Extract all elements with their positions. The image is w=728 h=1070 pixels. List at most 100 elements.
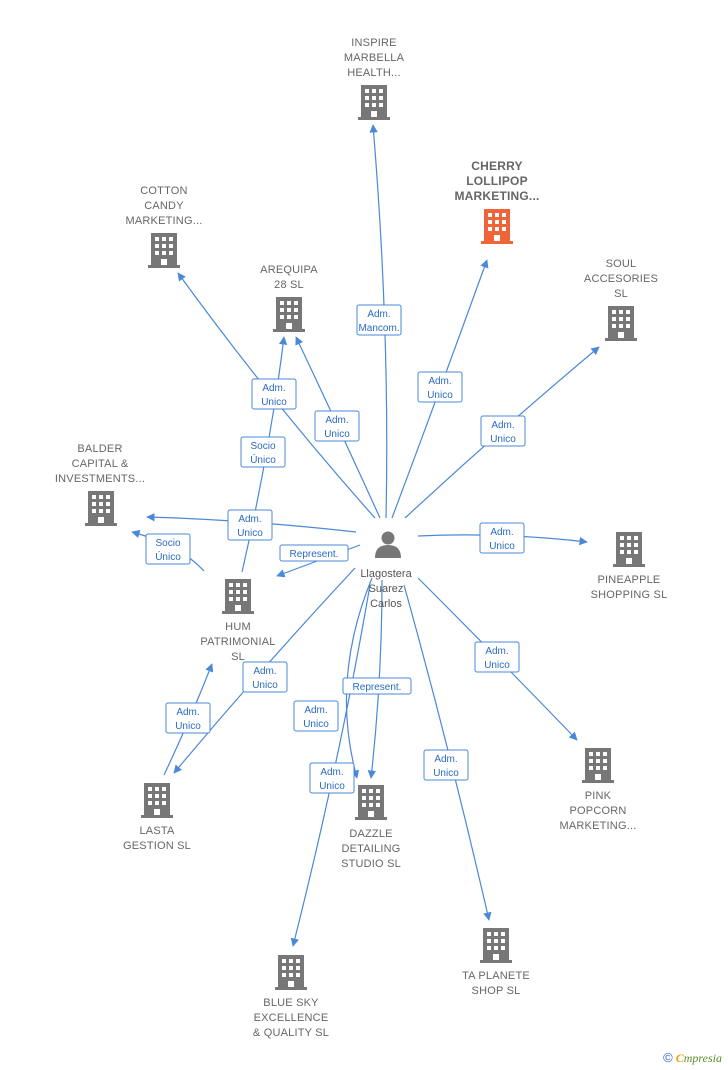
company-name-line: HEALTH... [347,67,401,79]
company-node-taplanete[interactable]: TA PLANETE SHOP SL [462,928,530,997]
company-name-line: EXCELLENCE [254,1012,329,1024]
company-name-line: DAZZLE [349,828,392,840]
company-name-line: STUDIO SL [341,858,401,870]
building-icon [613,532,645,567]
building-icon [222,579,254,614]
company-name-line: LASTA [139,825,174,837]
edge-label-text: Unico [261,397,287,408]
edge-label-text: Adm. [434,754,457,765]
person-name-line: Llagostera [360,568,412,580]
edge-label-text: Adm. [325,415,348,426]
company-name-line: BALDER [77,443,122,455]
edge-label-inspire[interactable]: Adm. Mancom. [356,304,402,336]
company-node-inspire[interactable]: INSPIREMARBELLAHEALTH... [344,37,405,120]
edge-label-pink[interactable]: Adm. Unico [474,641,520,673]
edge-label-lasta[interactable]: Adm. Unico [242,661,288,693]
company-name-line: PINEAPPLE [598,574,661,586]
company-node-pink[interactable]: PINKPOPCORNMARKETING... [560,748,637,832]
company-node-hum[interactable]: HUM PATRIMONIAL SL [200,579,275,663]
company-node-arequipa[interactable]: AREQUIPA 28 SL [260,264,318,332]
edge-label-text: Unico [175,721,201,732]
company-node-cotton[interactable]: COTTON CANDY MARKETING... [126,185,203,268]
company-name-line: BLUE SKY [263,997,319,1009]
company-name-line: 28 SL [274,279,304,291]
edge-label-text: Adm. [367,309,390,320]
edge-label-text: Adm. [176,707,199,718]
edge-label-hum[interactable]: Represent. [279,544,349,562]
edge-label-cotton[interactable]: Adm.Unico [251,378,297,410]
edge-label-text: Adm. [304,705,327,716]
edge-label-dazzle-rep[interactable]: Represent. [342,677,412,695]
edge-label-text: Unico [324,429,350,440]
edge-label-taplanete[interactable]: Adm.Unico [423,749,469,781]
edge-label-text: Represent. [290,549,339,560]
company-name-line: CAPITAL & [72,458,129,470]
edge-label-pineapple[interactable]: Adm. Unico [479,522,525,554]
company-name-line: SL [614,288,628,300]
company-name-line: CHERRY [471,159,522,173]
edge-label-cherry[interactable]: Adm.Unico [417,371,463,403]
company-name-line: CANDY [144,200,184,212]
person-icon [375,531,401,558]
company-name-line: MARKETING... [126,215,203,227]
edge-label-text: Unico [252,680,278,691]
person-name-line: Carlos [370,598,402,610]
building-icon [355,785,387,820]
company-name-line: & QUALITY SL [253,1027,329,1039]
company-name-line: PATRIMONIAL [200,636,275,648]
building-icon [358,85,390,120]
edge-label-text: Adm. [485,646,508,657]
company-name-line: SOUL [606,258,637,270]
edge-label-text: Unico [319,781,345,792]
edge-label-soul[interactable]: Adm.Unico [480,415,526,447]
edge-label-text: Adm. [253,666,276,677]
edge-label-balder[interactable]: Adm. Unico [227,509,273,541]
person-name-line: Suarez [369,583,404,595]
building-icon [480,928,512,963]
edge-label-lasta-hum[interactable]: Adm. Unico [165,702,211,734]
company-name-line: AREQUIPA [260,264,318,276]
edge-label-text: Adm. [490,527,513,538]
company-name-line: SL [231,651,245,663]
company-node-cherry[interactable]: CHERRYLOLLIPOPMARKETING... [454,159,539,244]
edge-label-text: Mancom. [358,323,399,334]
building-icon [85,491,117,526]
edge-label-text: Unico [237,528,263,539]
edge-label-text: Adm. [320,767,343,778]
company-node-blue[interactable]: BLUE SKY EXCELLENCE & QUALITY SL [253,955,329,1039]
company-name-line: MARKETING... [560,820,637,832]
company-name-line: MARKETING... [454,189,539,203]
edge-label-arequipa[interactable]: Adm. Unico [314,410,360,442]
brand-name: mpresia [683,1051,722,1065]
edge-label-text: Unico [484,660,510,671]
company-name-line: COTTON [140,185,187,197]
edge-label-text: Unico [489,541,515,552]
building-icon [582,748,614,783]
company-name-line: TA PLANETE [462,970,530,982]
edge-label-text: Unico [490,434,516,445]
company-name-line: POPCORN [569,805,626,817]
edge-label-dazzle-adm[interactable]: Adm.Unico [293,700,339,732]
edge-label-text: Unico [427,390,453,401]
edge-label-blue[interactable]: Adm. Unico [309,762,355,794]
copyright-icon: © [663,1050,673,1065]
building-icon [275,955,307,990]
building-icon [148,233,180,268]
company-name-line: LOLLIPOP [466,174,528,188]
edge-label-text: Adm. [238,514,261,525]
edge-label-text: Único [155,550,181,563]
edge-label-text: Único [250,453,276,466]
company-name-line: INSPIRE [351,37,396,49]
edge-label-text: Socio [155,538,180,549]
company-name-line: HUM [225,621,251,633]
company-name-line: SHOP SL [472,985,521,997]
